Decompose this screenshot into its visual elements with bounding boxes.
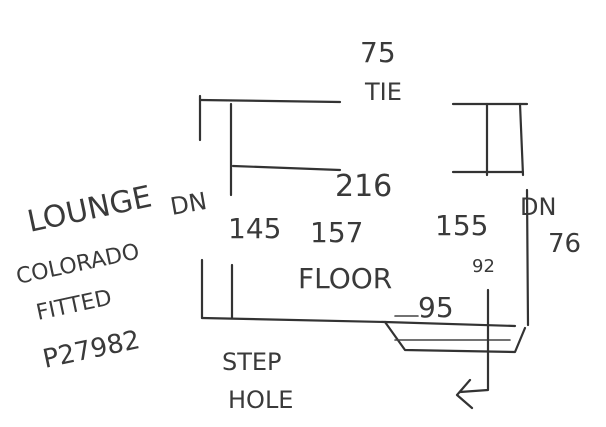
arrow-head-icon: [455, 378, 474, 410]
floor-height-label: 157: [310, 216, 363, 249]
top-dimension-label: 75: [360, 36, 396, 69]
top-note-label: TIE: [364, 78, 402, 106]
fire-text-line-1: COLORADO: [14, 239, 142, 289]
fire-text-line-3: P27982: [40, 325, 142, 375]
right-outer-wall-upper: [518, 102, 525, 177]
left-note-label: LOUNGE: [24, 179, 154, 239]
floor-label: FLOOR: [298, 262, 392, 295]
right-height-label: 155: [435, 209, 488, 242]
right-outer-wall-lower: [525, 188, 530, 327]
annotation-labels: 75 TIE 216 LOUNGE DN 145 157 FLOOR 155 D…: [14, 36, 581, 414]
left-dn-label: DN: [168, 187, 209, 221]
bottom-wall-right: [383, 320, 517, 328]
hole-text-line-2: HOLE: [228, 386, 293, 414]
small-note-label: 92: [472, 256, 495, 277]
right-dn-label: DN: [520, 193, 556, 221]
step-outline: [383, 320, 527, 354]
bottom-wall: [200, 316, 387, 324]
fire-text-line-2: FITTED: [34, 286, 114, 326]
right-dn-count-label: 76: [548, 229, 581, 259]
mid-wall-line: [231, 164, 342, 172]
hole-text-line-1: STEP: [222, 348, 282, 376]
room-outline: [198, 94, 530, 410]
width-dimension-label: 216: [335, 169, 392, 204]
left-height-label: 145: [228, 212, 281, 245]
bottom-dimension-label: 95: [418, 291, 454, 324]
step-arrow-line: [458, 288, 490, 394]
top-wall-left-line: [198, 98, 342, 104]
